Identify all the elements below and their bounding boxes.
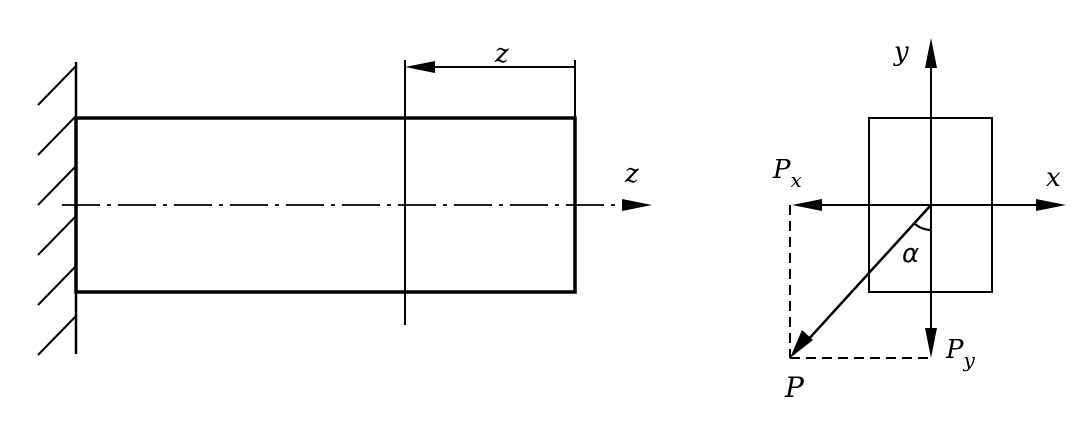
dimension-label: z xyxy=(494,39,509,69)
px-label: Px xyxy=(772,155,802,192)
p-resultant-arrowhead xyxy=(790,330,813,358)
wall-hatching xyxy=(37,65,77,356)
x-axis-label: x xyxy=(1046,163,1061,193)
x-axis-arrowhead xyxy=(1036,199,1066,211)
p-resultant-line xyxy=(805,204,932,343)
px-force-arrowhead xyxy=(792,199,822,211)
y-axis-label: y xyxy=(893,37,909,67)
dimension-arrowhead xyxy=(405,61,435,73)
cross-section-view: y x Px Py P α xyxy=(772,37,1066,404)
py-label: Py xyxy=(945,335,976,372)
z-axis-arrowhead xyxy=(622,199,652,211)
py-force-arrowhead xyxy=(925,328,937,358)
alpha-label: α xyxy=(902,239,919,269)
p-label: P xyxy=(784,371,805,404)
y-axis-arrowhead xyxy=(925,38,937,68)
beam-view: z z xyxy=(37,39,652,356)
alpha-angle-arc xyxy=(913,222,932,231)
z-axis-label: z xyxy=(624,159,639,189)
fixed-support xyxy=(37,62,78,356)
